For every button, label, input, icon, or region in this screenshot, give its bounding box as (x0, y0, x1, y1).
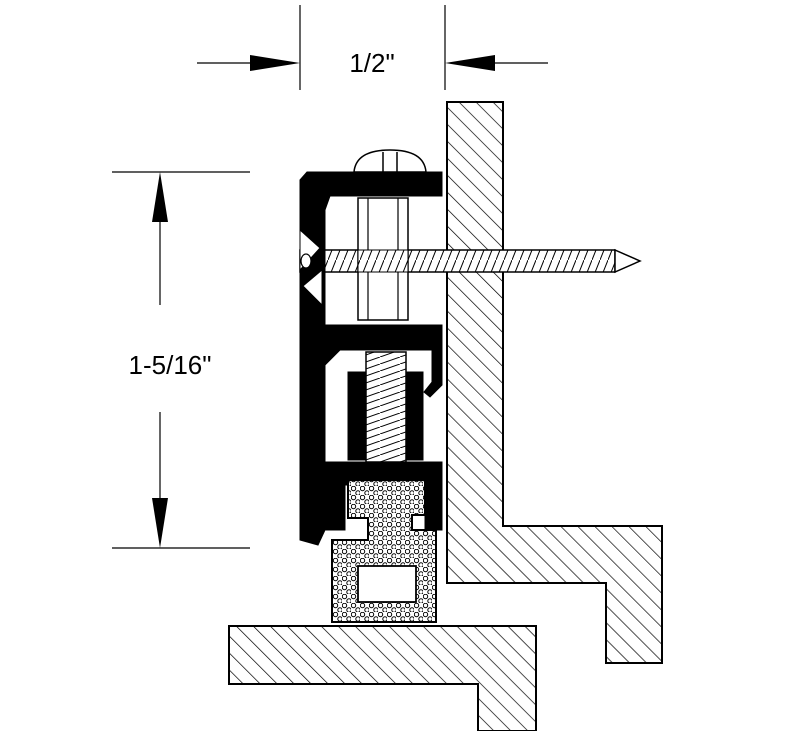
adjustment-screw (365, 351, 407, 463)
spacer-sleeve (357, 197, 409, 321)
height-dimension-label: 1-5/16" (129, 350, 212, 380)
arrow-left-icon (445, 55, 495, 71)
door-frame-section (446, 101, 663, 664)
arrow-right-icon (250, 55, 300, 71)
arrow-up-icon (152, 172, 168, 222)
width-dimension: 1/2" (197, 5, 548, 90)
wood-screw (299, 248, 642, 274)
arrow-down-icon (152, 498, 168, 548)
seal-hollow-core (357, 565, 417, 603)
width-dimension-label: 1/2" (349, 48, 394, 78)
compression-seal (331, 479, 437, 623)
pan-head-screw (353, 149, 427, 173)
threshold-section (228, 625, 537, 731)
height-dimension: 1-5/16" (112, 171, 250, 549)
